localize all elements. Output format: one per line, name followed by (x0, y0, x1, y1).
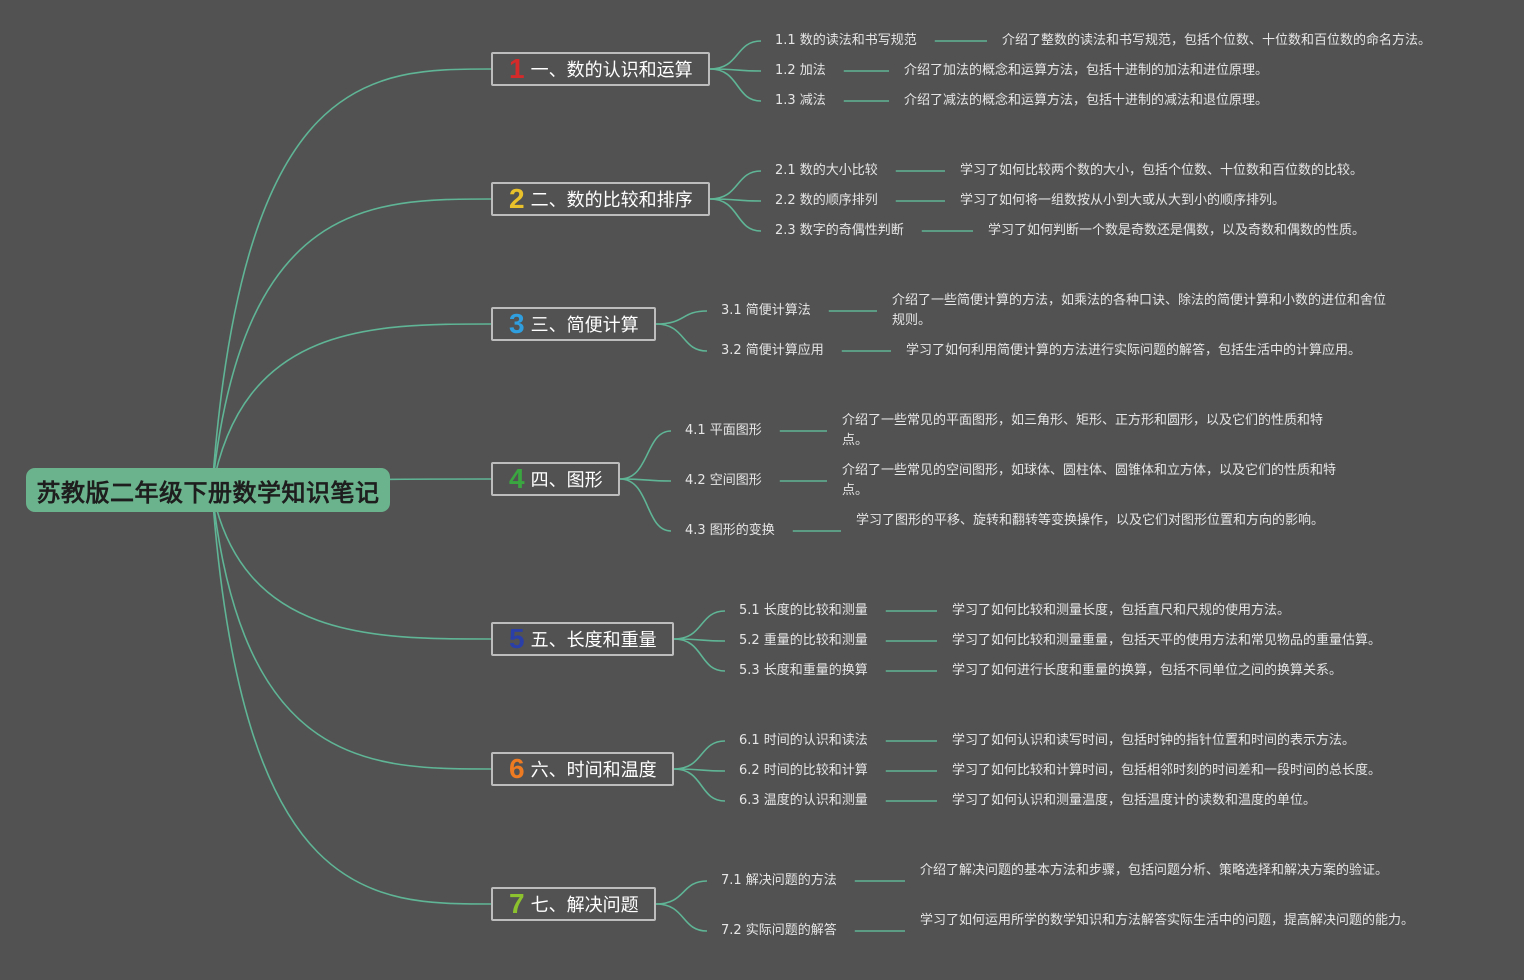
link-branch-5-to-leaf-2 (673, 638, 726, 642)
branch-number-5: 5 (509, 623, 525, 654)
branch-number-2: 2 (509, 183, 525, 214)
branch-label-4: 四、图形 (530, 470, 603, 491)
link-branch-2-to-leaf-3 (709, 198, 762, 232)
description-2-2: 学习了如何将一组数按从小到大或从大到小的顺序排列。 (960, 193, 1286, 208)
leaf-topic-2-2[interactable]: 2.2 数的顺序排列 (775, 193, 878, 208)
description-1-1: 介绍了整数的读法和书写规范，包括个位数、十位数和百位数的命名方法。 (1002, 33, 1432, 48)
description-5-2: 学习了如何比较和测量重量，包括天平的使用方法和常见物品的重量估算。 (952, 633, 1382, 648)
description-1-3: 介绍了减法的概念和运算方法，包括十进制的减法和退位原理。 (904, 93, 1269, 108)
description-4-2: 介绍了一些常见的空间图形，如球体、圆柱体、圆锥体和立方体，以及它们的性质和特点。 (842, 463, 1337, 498)
leaf-topic-1-3[interactable]: 1.3 减法 (775, 93, 826, 108)
link-branch-3-to-leaf-2 (655, 323, 708, 352)
link-branch-2-to-leaf-1 (709, 170, 762, 200)
branch-number-3: 3 (509, 308, 525, 339)
leaf-topic-4-1[interactable]: 4.1 平面图形 (685, 423, 762, 438)
leaf-topic-7-2[interactable]: 7.2 实际问题的解答 (721, 923, 837, 938)
link-branch-1-to-leaf-3 (709, 68, 762, 102)
description-3-1: 介绍了一些简便计算的方法，如乘法的各种口诀、除法的简便计算和小数的进位和舍位规则… (892, 293, 1387, 328)
link-root-to-branch-2 (211, 198, 492, 491)
leaf-topic-5-1[interactable]: 5.1 长度的比较和测量 (739, 603, 868, 618)
description-2-1: 学习了如何比较两个数的大小，包括个位数、十位数和百位数的比较。 (960, 163, 1364, 178)
link-branch-2-to-leaf-2 (709, 198, 762, 202)
link-branch-5-to-leaf-3 (673, 638, 726, 672)
leaf-topic-3-1[interactable]: 3.1 简便计算法 (721, 303, 811, 318)
link-root-to-branch-6 (211, 489, 492, 770)
description-3-2: 学习了如何利用简便计算的方法进行实际问题的解答，包括生活中的计算应用。 (906, 343, 1362, 358)
description-1-2: 介绍了加法的概念和运算方法，包括十进制的加法和进位原理。 (904, 63, 1269, 78)
link-branch-1-to-leaf-1 (709, 40, 762, 70)
description-7-1: 介绍了解决问题的基本方法和步骤，包括问题分析、策略选择和解决方案的验证。 (920, 863, 1389, 878)
leaf-topic-7-1[interactable]: 7.1 解决问题的方法 (721, 873, 837, 888)
leaf-topic-1-2[interactable]: 1.2 加法 (775, 63, 826, 78)
branch-number-7: 7 (509, 888, 525, 919)
link-branch-1-to-leaf-2 (709, 68, 762, 72)
branch-number-6: 6 (509, 753, 525, 784)
branch-label-7: 七、解决问题 (530, 895, 639, 916)
link-root-to-branch-1 (211, 68, 492, 491)
leaf-topic-6-3[interactable]: 6.3 温度的认识和测量 (739, 793, 868, 808)
description-2-3: 学习了如何判断一个数是奇数还是偶数，以及奇数和偶数的性质。 (988, 223, 1366, 238)
branch-number-4: 4 (509, 463, 525, 494)
link-branch-4-to-leaf-1 (619, 430, 672, 480)
description-7-2: 学习了如何运用所学的数学知识和方法解答实际生活中的问题，提高解决问题的能力。 (920, 913, 1415, 928)
leaf-topic-3-2[interactable]: 3.2 简便计算应用 (721, 343, 824, 358)
leaf-topic-4-2[interactable]: 4.2 空间图形 (685, 473, 762, 488)
link-branch-5-to-leaf-1 (673, 610, 726, 640)
link-root-to-branch-3 (211, 323, 492, 491)
link-branch-7-to-leaf-2 (655, 903, 708, 932)
leaf-topic-1-1[interactable]: 1.1 数的读法和书写规范 (775, 33, 917, 48)
link-branch-4-to-leaf-2 (619, 478, 672, 482)
leaf-topic-4-3[interactable]: 4.3 图形的变换 (685, 523, 775, 538)
root-topic[interactable]: 苏教版二年级下册数学知识笔记 (26, 468, 390, 512)
leaf-topic-5-2[interactable]: 5.2 重量的比较和测量 (739, 633, 868, 648)
branch-label-3: 三、简便计算 (530, 315, 639, 336)
description-4-1: 介绍了一些常见的平面图形，如三角形、矩形、正方形和圆形，以及它们的性质和特点。 (842, 413, 1324, 448)
branch-label-1: 一、数的认识和运算 (530, 60, 693, 81)
description-5-3: 学习了如何进行长度和重量的换算，包括不同单位之间的换算关系。 (952, 663, 1343, 678)
leaf-topic-2-1[interactable]: 2.1 数的大小比较 (775, 163, 878, 178)
description-4-3: 学习了图形的平移、旋转和翻转等变换操作，以及它们对图形位置和方向的影响。 (856, 513, 1325, 528)
link-branch-6-to-leaf-2 (673, 768, 726, 772)
leaf-topic-2-3[interactable]: 2.3 数字的奇偶性判断 (775, 223, 904, 238)
link-root-to-branch-5 (211, 489, 492, 640)
description-5-1: 学习了如何比较和测量长度，包括直尺和尺规的使用方法。 (952, 603, 1291, 618)
description-6-1: 学习了如何认识和读写时间，包括时钟的指针位置和时间的表示方法。 (952, 733, 1356, 748)
description-6-2: 学习了如何比较和计算时间，包括相邻时刻的时间差和一段时间的总长度。 (952, 763, 1382, 778)
link-branch-6-to-leaf-3 (673, 768, 726, 802)
link-branch-4-to-leaf-3 (619, 478, 672, 532)
link-branch-3-to-leaf-1 (655, 310, 708, 325)
link-branch-7-to-leaf-1 (655, 880, 708, 905)
link-root-to-branch-7 (211, 489, 492, 905)
branch-number-1: 1 (509, 53, 525, 84)
link-branch-6-to-leaf-1 (673, 740, 726, 770)
branch-label-6: 六、时间和温度 (530, 760, 657, 781)
branch-label-5: 五、长度和重量 (530, 630, 657, 651)
description-6-3: 学习了如何认识和测量温度，包括温度计的读数和温度的单位。 (952, 793, 1317, 808)
branch-label-2: 二、数的比较和排序 (530, 190, 693, 211)
leaf-topic-6-1[interactable]: 6.1 时间的认识和读法 (739, 733, 868, 748)
leaf-topic-6-2[interactable]: 6.2 时间的比较和计算 (739, 763, 868, 778)
leaf-topic-5-3[interactable]: 5.3 长度和重量的换算 (739, 663, 868, 678)
